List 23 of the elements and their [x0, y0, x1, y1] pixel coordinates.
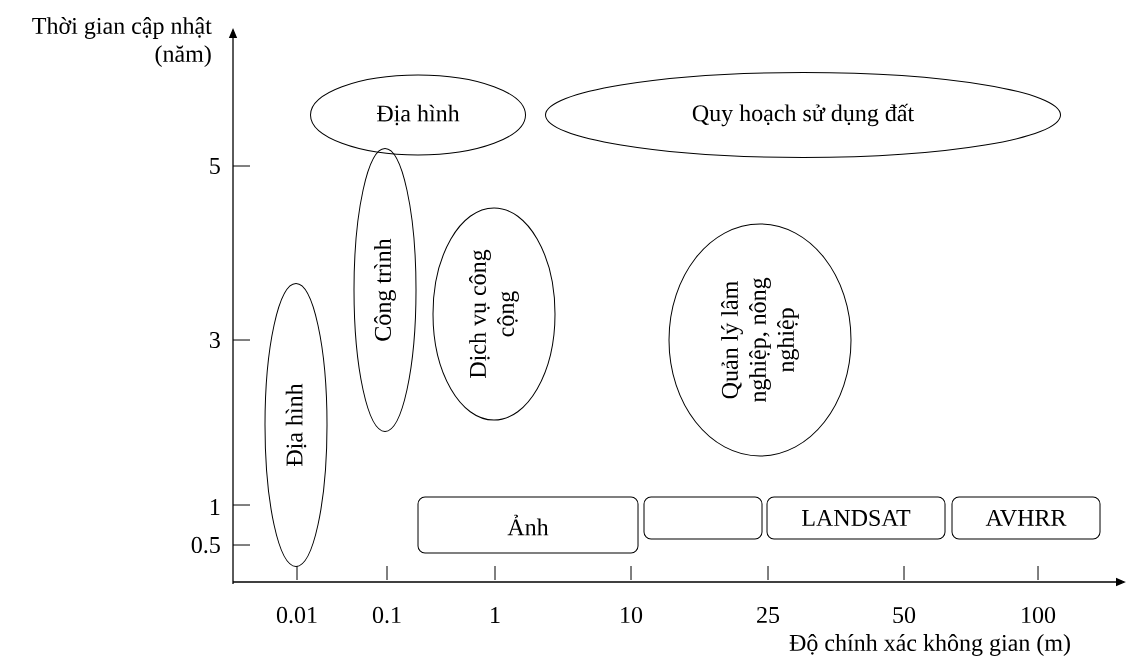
tick-label: 100	[1022, 606, 1056, 624]
axis-title: Thời gian cập nhật (năm)	[32, 17, 212, 67]
ellipse-label: Địa hình	[264, 283, 328, 567]
ellipse-label: Quy hoạch sử dụng đất	[545, 72, 1061, 158]
tick-label: 50	[893, 606, 916, 624]
axis-title: Độ chính xác không gian (m)	[789, 634, 1070, 656]
tick-label: 0.1	[372, 606, 401, 624]
source-box: Ảnh	[417, 496, 639, 554]
tick-label: 0.5	[191, 536, 220, 554]
tick-label: 1	[210, 499, 220, 515]
tick-label: 1	[491, 607, 500, 623]
ellipse-label: Địa hình	[310, 74, 526, 156]
ellipse-label: Công trình	[353, 148, 417, 432]
tick-label: 10	[621, 606, 643, 624]
tick-label: 25	[757, 606, 780, 624]
tick-label: 0.01	[276, 606, 317, 624]
source-box: LANDSAT	[766, 496, 946, 540]
ellipse-label: Dịch vụ công cộng	[432, 207, 556, 421]
ellipse-label: Quản lý lâm nghiệp, nông nghiệp	[668, 223, 852, 457]
source-box: AVHRR	[951, 496, 1101, 540]
tick-label: 3	[209, 331, 220, 349]
source-box	[643, 496, 763, 540]
tick-label: 5	[210, 158, 220, 174]
